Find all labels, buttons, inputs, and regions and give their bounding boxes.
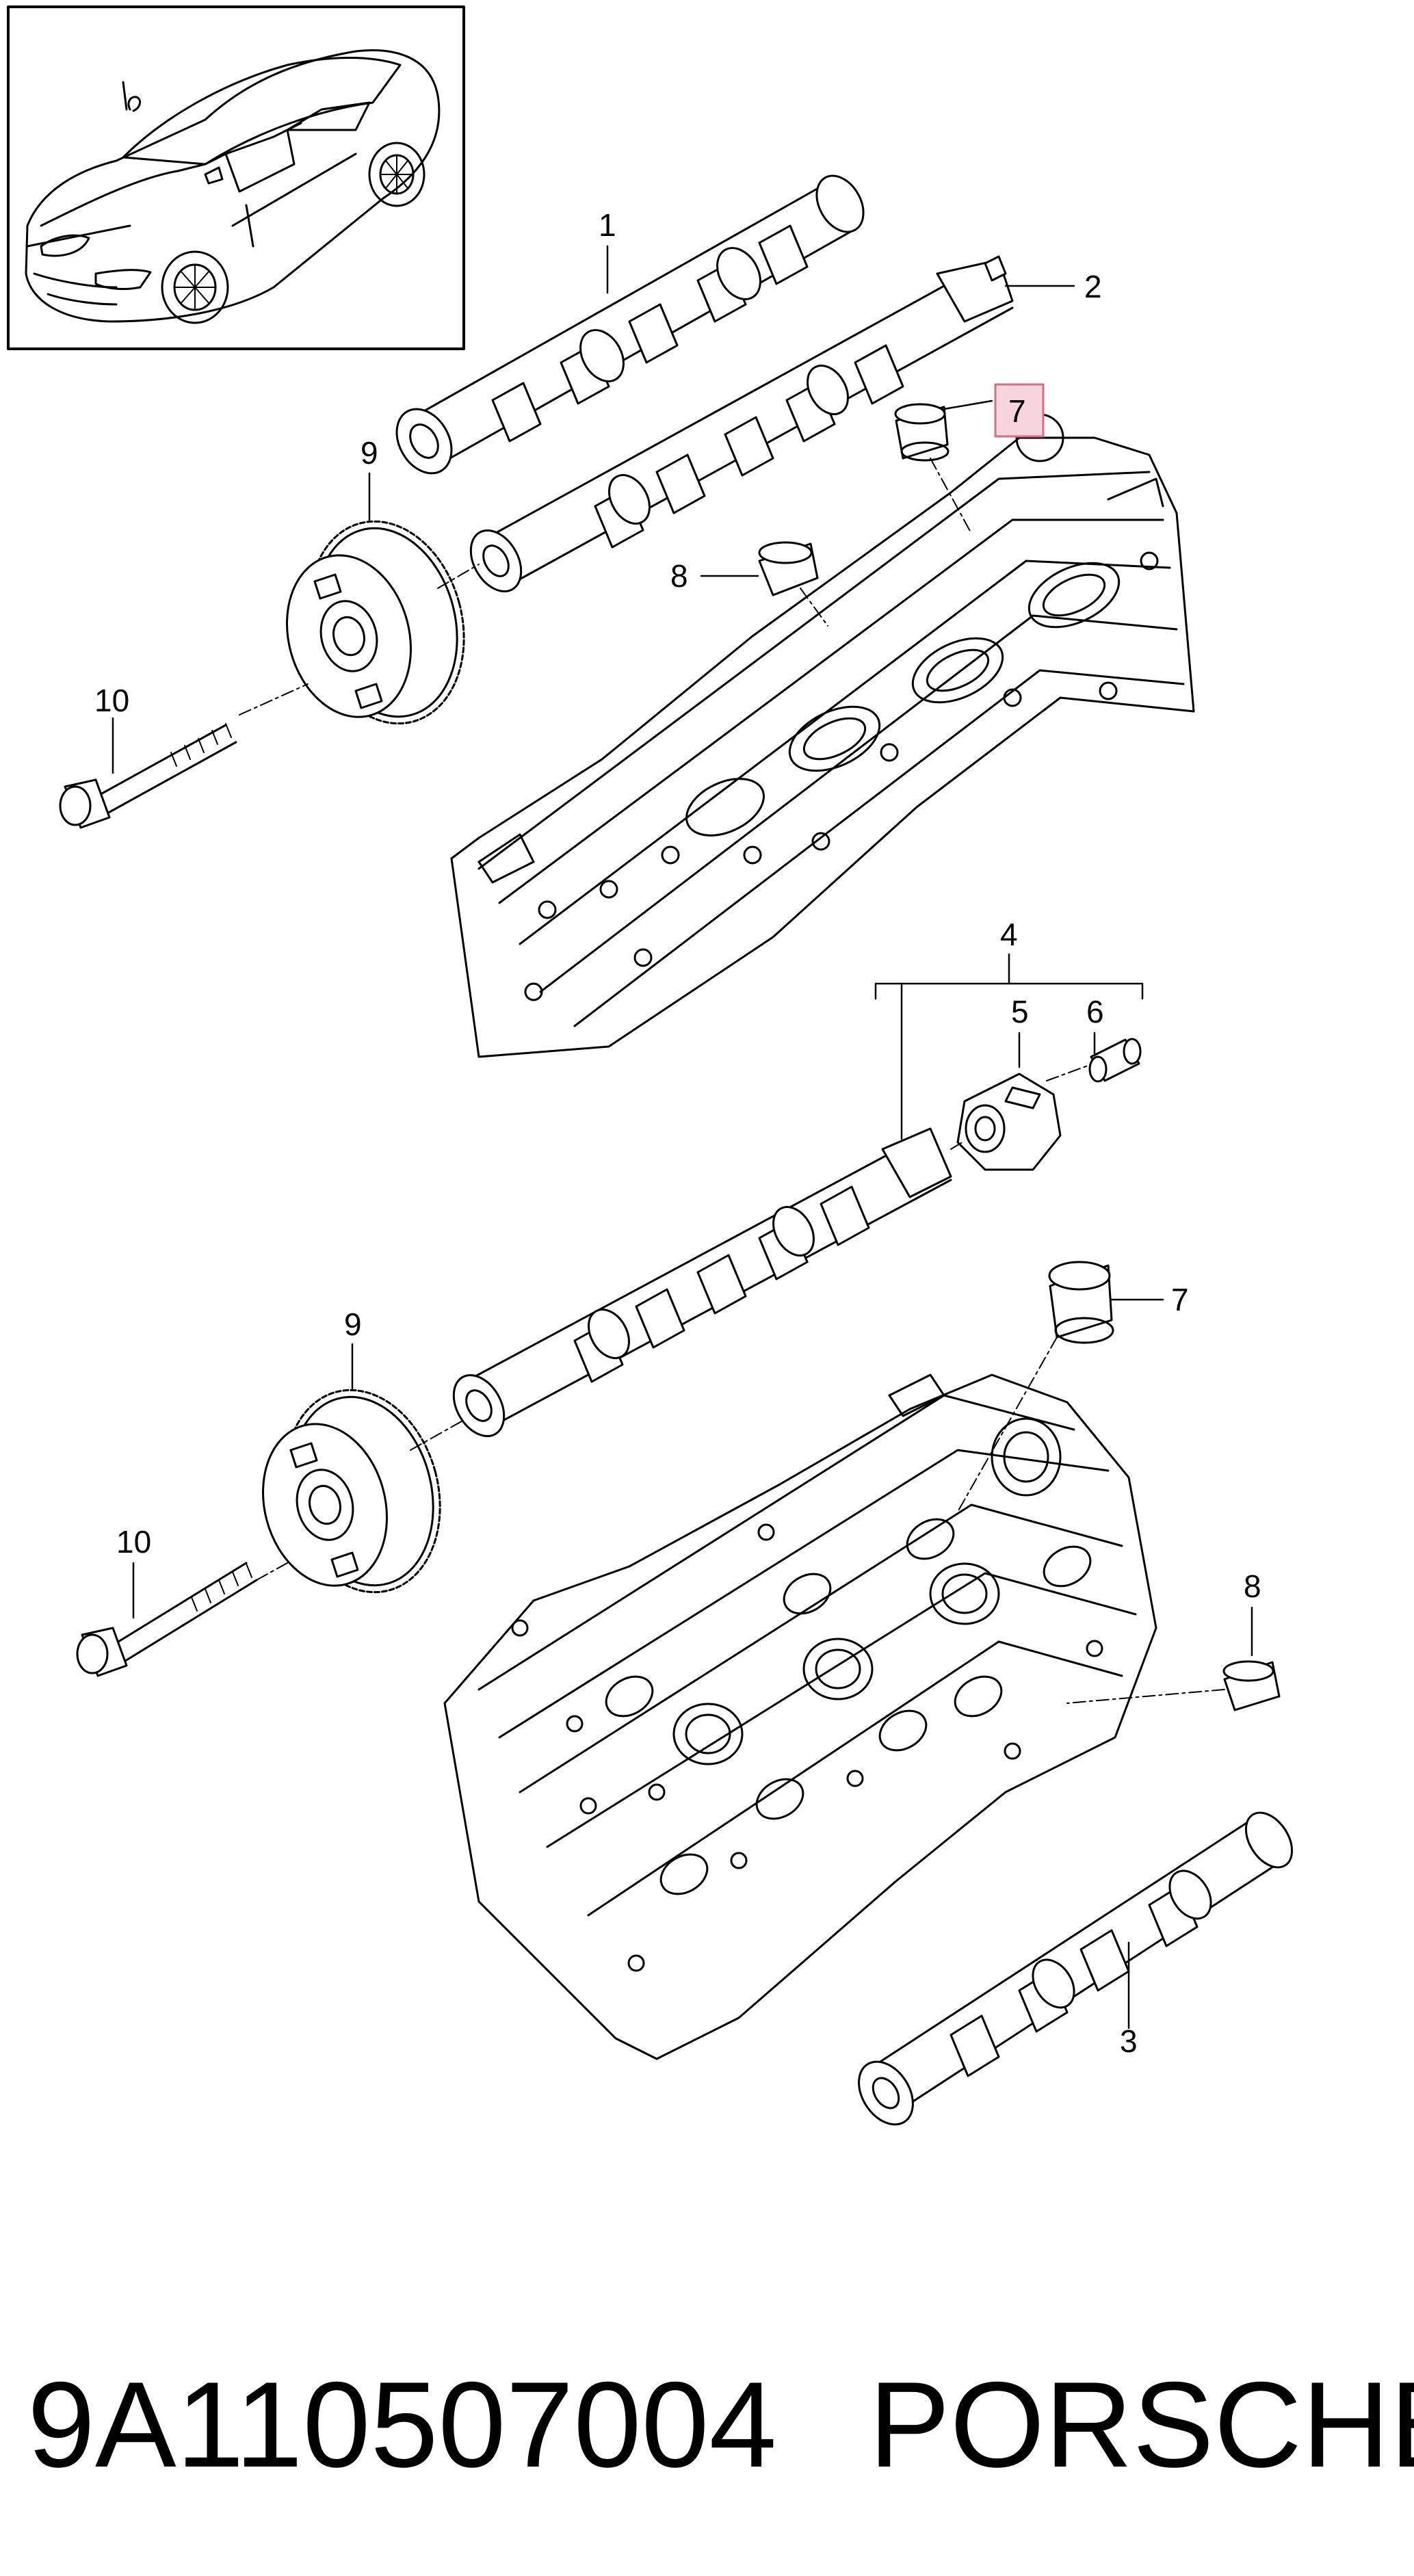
camshaft-2 [469, 255, 1014, 593]
camshaft-2-lobes [594, 344, 904, 549]
pin-6 [1088, 1038, 1142, 1083]
vehicle-thumbnail [7, 5, 465, 350]
car-illustration [25, 49, 441, 324]
callout-9-top: 9 [361, 435, 378, 471]
bolt-10-bottom [76, 1562, 258, 1677]
cylinder-head-lower [443, 1374, 1157, 2060]
camshaft-3-lobes [950, 1869, 1212, 2077]
footer-caption: 9A110507004 PORSCHE [0, 2346, 1414, 2503]
cap-8-top [758, 541, 819, 596]
part-number: 9A110507004 [27, 2356, 777, 2493]
callout-10-bottom: 10 [116, 1524, 151, 1560]
cylinder-head-upper [450, 413, 1195, 1058]
callout-labels: 1 2 7 8 9 10 4 5 6 7 8 9 10 3 [94, 207, 1261, 2059]
camshaft-adjuster-9-bottom [262, 1389, 441, 1594]
callout-1: 1 [599, 207, 616, 243]
bolt-10-top [59, 723, 237, 829]
camshaft-3 [858, 1811, 1294, 2126]
camshaft-1 [395, 174, 865, 475]
callout-5: 5 [1011, 994, 1029, 1029]
camshaft-4-lobes [573, 1185, 870, 1383]
tappet-7-bottom [1048, 1261, 1114, 1344]
callout-2: 2 [1084, 269, 1102, 304]
camshaft-adjuster-9-top [286, 520, 465, 725]
callout-10-top: 10 [94, 683, 129, 718]
cam-segment-5 [956, 1073, 1062, 1171]
highlight-box-7 [994, 383, 1045, 438]
cap-8-bottom [1222, 1660, 1281, 1711]
leader-lines [112, 245, 1253, 2029]
callout-7-bottom: 7 [1171, 1282, 1189, 1317]
callout-8-top: 8 [670, 558, 688, 594]
callout-7-top: 7 [1008, 393, 1026, 429]
callout-6: 6 [1086, 994, 1104, 1029]
callout-3: 3 [1120, 2023, 1138, 2059]
callout-4: 4 [1000, 917, 1018, 952]
camshaft-4 [452, 1127, 952, 1438]
callout-8-bottom: 8 [1244, 1568, 1261, 1604]
brand-name: PORSCHE [869, 2356, 1414, 2493]
assembly-axes [239, 458, 1225, 1704]
camshaft-1-lobes [491, 224, 809, 443]
callout-9-bottom: 9 [344, 1306, 362, 1342]
tappet-7-top [894, 403, 950, 462]
